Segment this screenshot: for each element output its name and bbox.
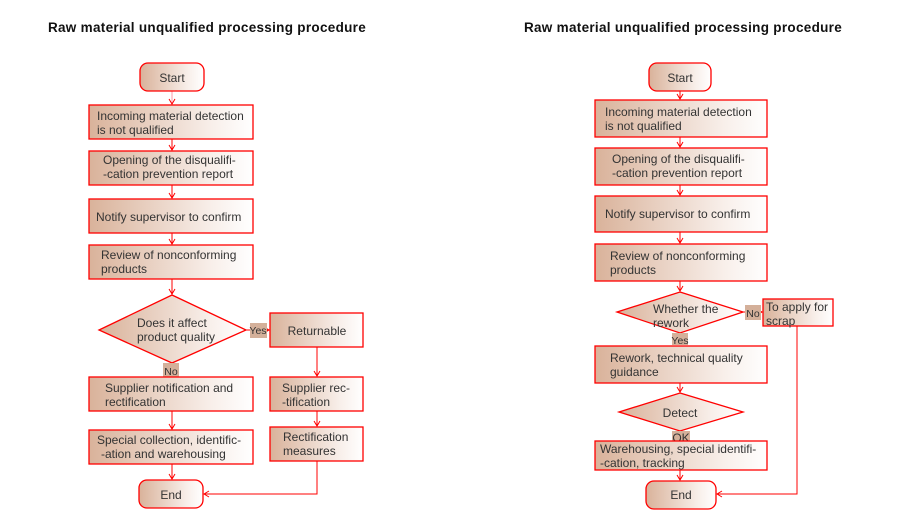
step-text: rectification bbox=[105, 395, 166, 409]
step-text: is not qualified bbox=[97, 123, 174, 137]
step-text: -ation and warehousing bbox=[101, 447, 226, 461]
step-rework bbox=[594, 345, 768, 384]
step-text: products bbox=[610, 263, 656, 277]
decision-text: Detect bbox=[663, 406, 698, 420]
step-text: measures bbox=[283, 444, 336, 458]
step-review bbox=[594, 243, 768, 282]
no-label: No bbox=[746, 308, 760, 320]
yes-label-bg bbox=[250, 323, 267, 338]
step-warehousing bbox=[594, 440, 768, 471]
ok-label-bg bbox=[672, 431, 690, 443]
step-text: Supplier notification and bbox=[105, 381, 233, 395]
no-label-bg bbox=[163, 363, 179, 378]
step-text: Supplier rec- bbox=[282, 381, 350, 395]
step-text: Opening of the disqualifi- bbox=[103, 153, 236, 167]
step-incoming-detection bbox=[594, 99, 768, 138]
yes-label-bg bbox=[672, 333, 688, 345]
left-flowchart: Raw material unqualified processing proc… bbox=[48, 20, 366, 509]
decision-text: product quality bbox=[137, 330, 215, 344]
start-node bbox=[139, 62, 205, 92]
end-label: End bbox=[160, 488, 181, 502]
step-notify-supervisor bbox=[594, 195, 768, 233]
step-text: Opening of the disqualifi- bbox=[612, 152, 745, 166]
step-text: -tification bbox=[282, 395, 330, 409]
start-label: Start bbox=[159, 71, 185, 85]
step-text: Notify supervisor to confirm bbox=[96, 210, 241, 224]
step-text: Rectification bbox=[283, 430, 348, 444]
step-text: products bbox=[101, 262, 147, 276]
step-text: is not qualified bbox=[605, 119, 682, 133]
step-text: To apply for bbox=[766, 300, 828, 314]
start-node bbox=[648, 62, 712, 92]
step-text: Incoming material detection bbox=[605, 105, 752, 119]
step-text: scrap bbox=[766, 314, 796, 328]
step-apply-scrap bbox=[762, 298, 834, 327]
right-flowchart: Raw material unqualified processing proc… bbox=[524, 20, 842, 510]
step-review bbox=[88, 244, 254, 280]
yes-label: Yes bbox=[249, 325, 266, 337]
no-label: No bbox=[164, 366, 178, 378]
step-text: -cation, tracking bbox=[600, 456, 685, 470]
step-text: Warehousing, special identifi- bbox=[600, 442, 756, 456]
decision-text: Whether the bbox=[653, 302, 719, 316]
step-open-report bbox=[88, 150, 254, 186]
step-text: Special collection, identific- bbox=[97, 433, 241, 447]
step-text: Returnable bbox=[288, 324, 347, 338]
end-node bbox=[645, 480, 717, 510]
step-text: -cation prevention report bbox=[612, 166, 743, 180]
step-text: Incoming material detection bbox=[97, 109, 244, 123]
step-incoming-detection bbox=[88, 104, 254, 140]
step-text: Review of nonconforming bbox=[610, 249, 745, 263]
step-text: guidance bbox=[610, 365, 659, 379]
step-text: Review of nonconforming bbox=[101, 248, 236, 262]
end-node bbox=[138, 479, 204, 509]
no-label-bg bbox=[745, 305, 761, 320]
step-supplier-rectification bbox=[269, 376, 364, 412]
yes-label: Yes bbox=[671, 335, 688, 347]
end-label: End bbox=[670, 488, 691, 502]
decision-text: Does it affect bbox=[137, 316, 207, 330]
step-special-collection bbox=[88, 429, 254, 465]
step-text: Notify supervisor to confirm bbox=[605, 207, 750, 221]
step-notify-supervisor bbox=[88, 198, 254, 234]
left-title: Raw material unqualified processing proc… bbox=[48, 20, 366, 35]
step-rectification-measures bbox=[269, 426, 364, 462]
step-returnable bbox=[269, 312, 364, 348]
right-title: Raw material unqualified processing proc… bbox=[524, 20, 842, 35]
start-label: Start bbox=[667, 71, 693, 85]
step-open-report bbox=[594, 147, 768, 186]
step-supplier-notification bbox=[88, 376, 254, 412]
step-text: -cation prevention report bbox=[103, 167, 234, 181]
decision-text: rework bbox=[653, 316, 690, 330]
step-text: Rework, technical quality bbox=[610, 351, 743, 365]
